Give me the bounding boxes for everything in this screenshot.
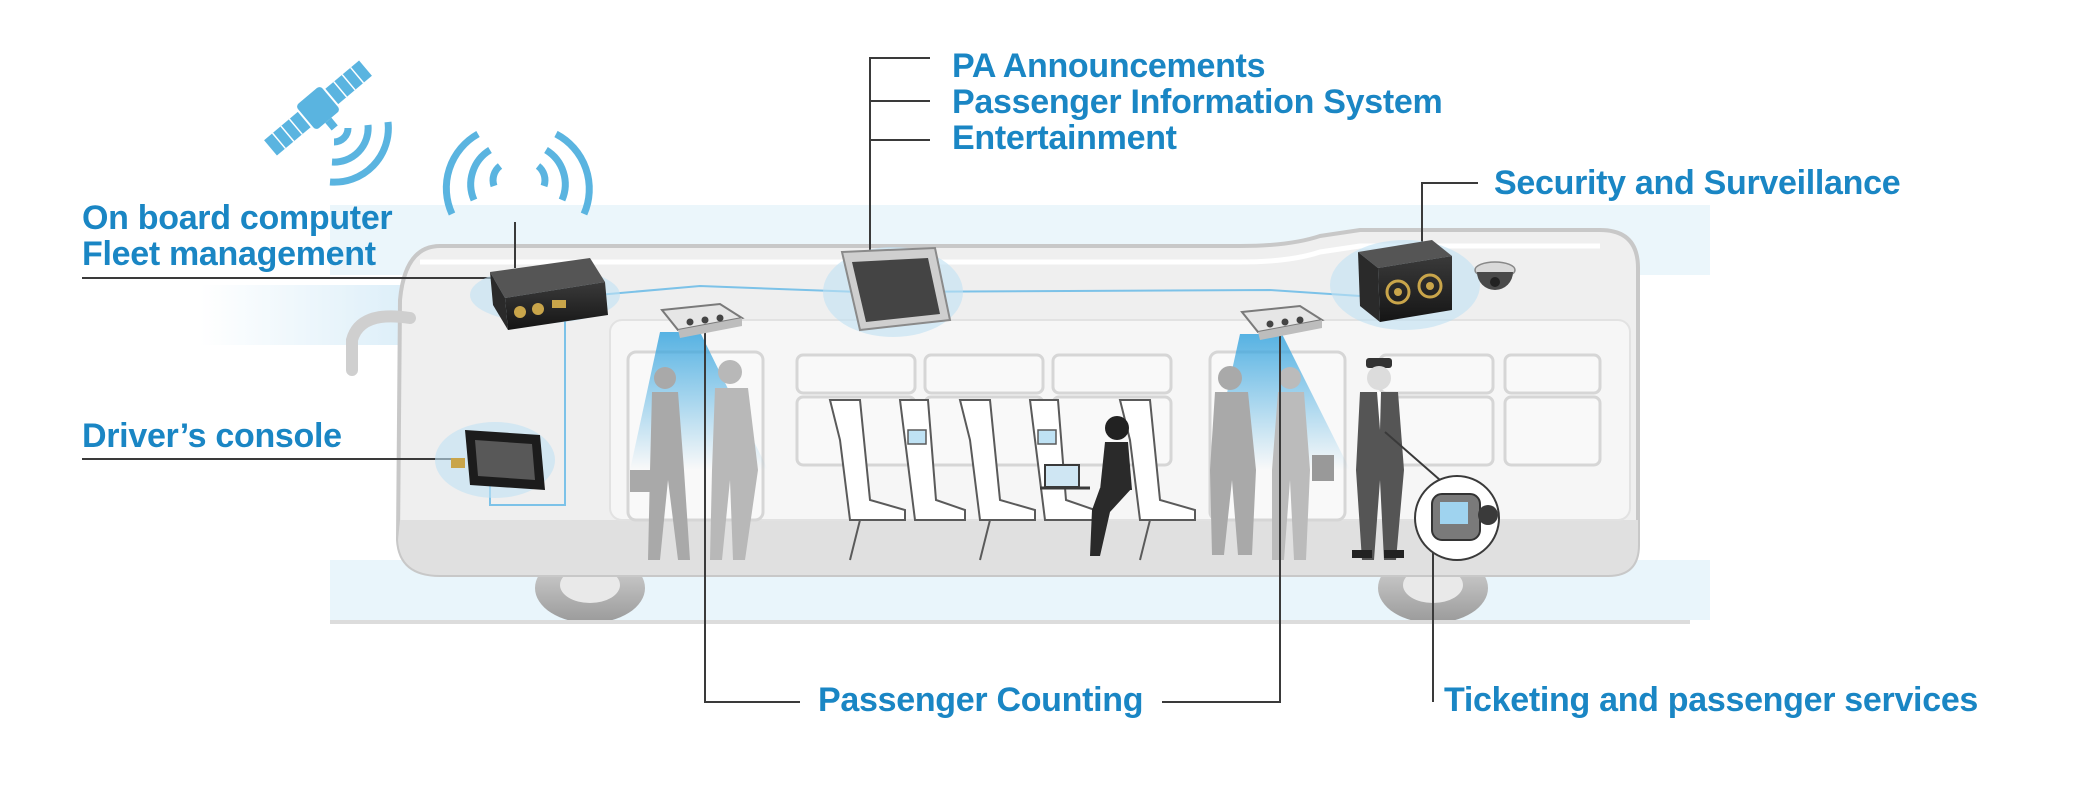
passengers-front-door [630, 360, 758, 560]
satellite-icon [264, 60, 372, 156]
label-passenger-counting: Passenger Counting [818, 681, 1144, 719]
label-pis-group: PA Announcements Passenger Information S… [952, 47, 1443, 157]
label-drivers-console: Driver’s console [82, 418, 342, 454]
label-passenger-counting-text: Passenger Counting [818, 681, 1144, 719]
label-passenger-information-system: Passenger Information System [952, 83, 1443, 121]
label-onboard-computer: On board computer [82, 199, 393, 237]
dome-camera-icon [1474, 261, 1516, 290]
label-drivers-console-text: Driver’s console [82, 417, 342, 455]
passenger-counting-sensor-rear-icon [1240, 304, 1325, 340]
label-entertainment: Entertainment [952, 119, 1177, 157]
label-ticketing: Ticketing and passenger services [1444, 682, 1978, 718]
label-security-surveillance-text: Security and Surveillance [1494, 164, 1901, 202]
wifi-signal-icon [442, 130, 593, 216]
leader-lines [82, 57, 1478, 703]
onboard-computer-device-icon [470, 258, 620, 330]
label-pa-announcements: PA Announcements [952, 47, 1266, 85]
drivers-console-device-icon [435, 422, 555, 498]
passengers-rear-door [1210, 366, 1334, 560]
side-mirror [346, 310, 416, 376]
seat-back-screens [907, 429, 1057, 445]
pis-monitor-icon [823, 246, 963, 337]
seated-passenger-laptop [1040, 416, 1132, 556]
label-fleet-management: Fleet management [82, 235, 376, 273]
security-dvr-icon [1330, 240, 1480, 330]
bus-skirt [398, 520, 1638, 575]
conductor [1352, 358, 1404, 560]
roof-highlight [420, 243, 1600, 265]
label-onboard-computer-group: On board computer Fleet management [82, 199, 393, 273]
satellite-signal-icon [329, 121, 392, 186]
passenger-counting-sensor-icon [660, 302, 745, 338]
label-ticketing-text: Ticketing and passenger services [1444, 681, 1979, 719]
ticket-terminal-icon [1414, 475, 1500, 561]
label-security-surveillance: Security and Surveillance [1494, 164, 1901, 202]
